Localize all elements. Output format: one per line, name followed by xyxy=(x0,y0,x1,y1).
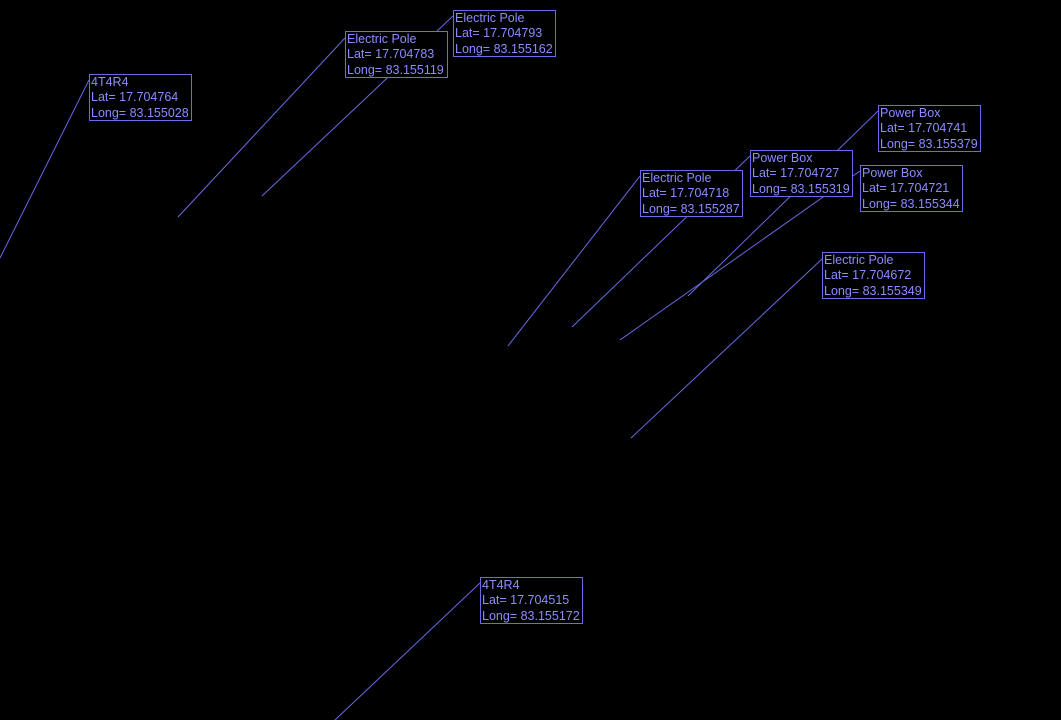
leader-line xyxy=(177,37,346,218)
marker-label-power-box[interactable]: Power Box Lat= 17.704721 Long= 83.155344 xyxy=(860,165,963,212)
leader-line xyxy=(687,110,879,297)
marker-title: Electric Pole xyxy=(642,171,712,185)
leader-line xyxy=(0,79,90,259)
marker-label-electric-pole[interactable]: Electric Pole Lat= 17.704793 Long= 83.15… xyxy=(453,10,556,57)
marker-long: Long= 83.155162 xyxy=(455,41,553,56)
marker-long: Long= 83.155287 xyxy=(642,201,740,216)
marker-title: Power Box xyxy=(862,166,923,180)
marker-long: Long= 83.155028 xyxy=(91,105,189,120)
marker-lat: Lat= 17.704721 xyxy=(862,181,950,196)
marker-lat: Lat= 17.704672 xyxy=(824,268,912,283)
marker-title: Power Box xyxy=(752,151,813,165)
marker-long: Long= 83.155319 xyxy=(752,181,850,196)
marker-lat: Lat= 17.704727 xyxy=(752,166,840,181)
marker-long: Long= 83.155119 xyxy=(347,62,444,77)
marker-lat: Lat= 17.704515 xyxy=(482,593,570,608)
marker-long: Long= 83.155172 xyxy=(482,608,580,623)
marker-label-4t4r4[interactable]: 4T4R4 Lat= 17.704515 Long= 83.155172 xyxy=(480,577,583,624)
marker-title: Electric Pole xyxy=(347,32,417,46)
marker-label-electric-pole[interactable]: Electric Pole Lat= 17.704672 Long= 83.15… xyxy=(822,252,925,299)
marker-title: 4T4R4 xyxy=(91,75,129,89)
marker-lat: Lat= 17.704718 xyxy=(642,186,730,201)
leader-line xyxy=(619,170,861,341)
marker-long: Long= 83.155379 xyxy=(880,136,978,151)
marker-title: Power Box xyxy=(880,106,941,120)
marker-long: Long= 83.155349 xyxy=(824,283,922,298)
marker-label-power-box[interactable]: Power Box Lat= 17.704727 Long= 83.155319 xyxy=(750,150,853,197)
marker-title: Electric Pole xyxy=(455,11,525,25)
marker-lat: Lat= 17.704793 xyxy=(455,26,543,41)
marker-label-power-box[interactable]: Power Box Lat= 17.704741 Long= 83.155379 xyxy=(878,105,981,152)
marker-label-electric-pole[interactable]: Electric Pole Lat= 17.704783 Long= 83.15… xyxy=(345,31,448,78)
marker-label-electric-pole[interactable]: Electric Pole Lat= 17.704718 Long= 83.15… xyxy=(640,170,743,217)
leader-line xyxy=(630,258,823,439)
marker-title: 4T4R4 xyxy=(482,578,520,592)
leader-line xyxy=(507,175,641,347)
marker-label-4t4r4[interactable]: 4T4R4 Lat= 17.704764 Long= 83.155028 xyxy=(89,74,192,121)
leader-line xyxy=(334,582,481,720)
marker-lat: Lat= 17.704741 xyxy=(880,121,968,136)
marker-long: Long= 83.155344 xyxy=(862,196,960,211)
marker-lat: Lat= 17.704764 xyxy=(91,90,179,105)
marker-title: Electric Pole xyxy=(824,253,894,267)
marker-lat: Lat= 17.704783 xyxy=(347,47,435,62)
